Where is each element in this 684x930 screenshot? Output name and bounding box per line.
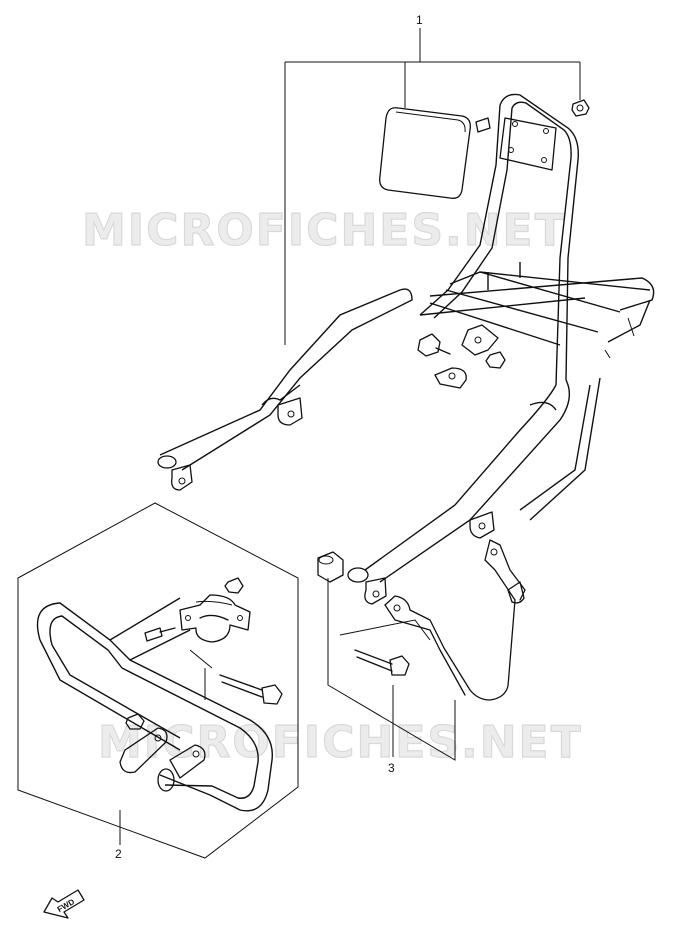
bolt-footrest[interactable] xyxy=(354,649,410,676)
clamp-leader-2 xyxy=(189,649,213,669)
fwd-indicator: FWD xyxy=(43,889,85,919)
clamp[interactable] xyxy=(179,594,251,643)
bolt-long[interactable] xyxy=(219,674,283,705)
bolt-clamp[interactable] xyxy=(144,627,176,642)
bracket-leader xyxy=(339,619,431,641)
callout-2-label: 2 xyxy=(115,847,122,861)
callout-3-label: 3 xyxy=(388,761,395,775)
grab-bar[interactable] xyxy=(36,597,274,812)
watermark-bottom: MICROFICHES.NET xyxy=(98,717,583,768)
nut-top[interactable] xyxy=(571,99,590,117)
callout-2-panel xyxy=(17,502,299,859)
nut-clamp[interactable] xyxy=(224,577,244,594)
rear-carrier-frame[interactable] xyxy=(157,93,655,605)
bolt-center[interactable] xyxy=(417,333,451,357)
callout-1-label: 1 xyxy=(416,13,423,27)
arrow-left-down-icon xyxy=(43,889,85,919)
callout-3-panel xyxy=(327,578,456,761)
mount-bracket[interactable] xyxy=(434,324,499,389)
stud[interactable] xyxy=(475,117,491,133)
callout-3[interactable]: 3 xyxy=(388,685,395,775)
callout-2[interactable]: 2 xyxy=(115,810,122,861)
watermark-top: MICROFICHES.NET xyxy=(82,205,567,256)
nut-lower[interactable] xyxy=(125,713,145,730)
spacer-collar[interactable] xyxy=(317,551,344,583)
footrest-bracket[interactable] xyxy=(384,539,526,701)
backrest-pad[interactable] xyxy=(379,107,471,199)
callout-1[interactable]: 1 xyxy=(284,13,581,345)
nut-center[interactable] xyxy=(485,351,506,369)
